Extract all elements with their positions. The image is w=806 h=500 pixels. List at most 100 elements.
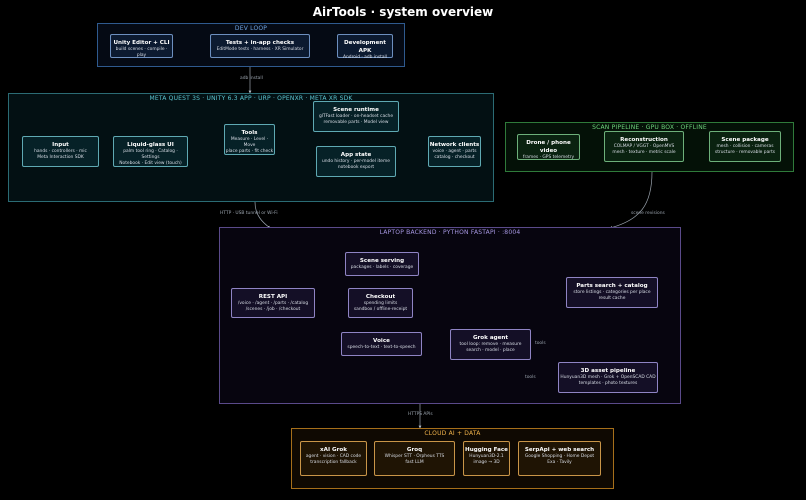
node-line: spending limits: [363, 301, 398, 306]
group-dev-loop-title: DEV LOOP: [234, 25, 268, 32]
node-title: App state: [340, 152, 372, 158]
node-title: Input: [52, 142, 69, 148]
node-scene-runtime[interactable]: Scene runtime glTFast loader · on-headse…: [313, 101, 399, 132]
edge-label-scene-revisions: scene revisions: [631, 211, 665, 216]
node-line: sandbox / offline-receipt: [353, 307, 408, 312]
node-apk[interactable]: Development APK Android · adb install: [337, 34, 393, 60]
node-line: notebook export: [337, 165, 375, 170]
node-line: place parts · fit check: [225, 149, 274, 154]
node-line: Notebook · Edit view (touch): [119, 161, 182, 166]
node-line: build scenes · compile · play: [115, 47, 168, 58]
edge-quest-backend: [254, 201, 271, 229]
edge-label-tools: tools: [525, 375, 536, 380]
node-line: tool loop: remove · measure: [459, 342, 522, 347]
node-title: Scene package: [721, 137, 769, 143]
node-unity-editor[interactable]: Unity Editor + CLI build scenes · compil…: [110, 34, 173, 58]
node-line: search · model · place: [466, 348, 515, 353]
edge-label-tools: tools: [535, 341, 546, 346]
node-title: 3D asset pipeline: [580, 368, 636, 374]
node-line: agent · vision · CAD code: [305, 454, 362, 459]
node-title: Unity Editor + CLI: [113, 40, 170, 46]
node-line: COLMAP / VGGT · OpenMVS: [613, 144, 675, 149]
node-title: Scene runtime: [333, 107, 379, 113]
node-reconstruction[interactable]: Reconstruction COLMAP / VGGT · OpenMVS m…: [604, 131, 684, 162]
node-parts-search[interactable]: Parts search + catalog store listings · …: [566, 277, 658, 308]
node-xai-grok[interactable]: xAI Grok agent · vision · CAD code trans…: [300, 441, 367, 476]
node-line: Whisper STT · Orpheus TTS: [384, 454, 445, 459]
node-app-state[interactable]: App state undo history · per-model iteme…: [316, 146, 396, 177]
node-network-clients[interactable]: Network clients voice · agent · parts ca…: [428, 136, 481, 167]
node-line: frames · GPS telemetry: [522, 155, 575, 160]
edge-label-https: HTTPS APIs: [408, 412, 433, 417]
node-title: Hugging Face: [465, 447, 508, 453]
node-grok-agent[interactable]: Grok agent tool loop: remove · measure s…: [450, 329, 531, 360]
node-title: Tests + in-app checks: [225, 40, 295, 46]
node-hugging-face[interactable]: Hugging Face Hunyuan3D-2.1 image → 3D: [463, 441, 510, 476]
node-title: Voice: [373, 338, 390, 344]
node-line: Hunyuan3D-2.1: [469, 454, 504, 459]
node-line: /scenes · /job · /checkout: [245, 307, 301, 312]
node-serpapi[interactable]: SerpApi + web search Google Shopping · H…: [518, 441, 601, 476]
node-scene-package[interactable]: Scene package mesh · collision · cameras…: [709, 131, 781, 162]
node-title: Checkout: [365, 294, 396, 300]
node-line: store listings · categories per place: [573, 290, 651, 295]
node-line: hands · controllers · mic: [34, 149, 87, 154]
node-title: REST API: [258, 294, 288, 300]
node-line: fast LLM: [405, 460, 424, 465]
node-rest-api[interactable]: REST API /voice · /agent · /parts · /cat…: [231, 288, 315, 318]
node-title: Scene serving: [359, 258, 405, 264]
node-line: Hunyuan3D mesh · Grok + OpenSCAD CAD: [560, 375, 656, 380]
node-title: Grok agent: [472, 335, 509, 341]
edge-label-adb: adb install: [240, 76, 263, 81]
node-checkout[interactable]: Checkout spending limits sandbox / offli…: [348, 288, 413, 318]
node-line: Measure · Level · Move: [230, 137, 269, 148]
node-title: SerpApi + web search: [524, 447, 595, 453]
node-title: Reconstruction: [620, 137, 668, 143]
node-line: transcription fallback: [310, 460, 357, 465]
node-tests[interactable]: Tests + in-app checks EditMode tests · h…: [210, 34, 310, 58]
node-title: Network clients: [429, 142, 480, 148]
node-line: Meta Interaction SDK: [37, 155, 84, 160]
node-title: Drone / phone video: [526, 140, 571, 154]
node-line: mesh · texture · metric scale: [612, 150, 676, 155]
group-cloud-ai-title: CLOUD AI + DATA: [424, 430, 481, 437]
node-line: Google Shopping · Home Depot: [524, 454, 595, 459]
node-title: Tools: [241, 130, 258, 136]
node-line: speech-to-text · text-to-speech: [347, 345, 416, 350]
edge-label-http: HTTP · USB tunnel or Wi-Fi: [220, 211, 278, 216]
node-line: templates · photo textures: [578, 381, 638, 386]
node-title: Development APK: [344, 40, 386, 54]
node-line: mesh · collision · cameras: [716, 144, 774, 149]
node-line: Exa · Tavily: [547, 460, 572, 465]
group-laptop-backend-title: LAPTOP BACKEND · PYTHON FASTAPI · :8004: [379, 229, 521, 236]
node-title: Parts search + catalog: [576, 283, 648, 289]
node-line: glTFast loader · on-headset cache: [318, 114, 394, 119]
node-line: packages · labels · coverage: [350, 265, 414, 270]
node-line: catalog · checkout: [434, 155, 475, 160]
page-title: AirTools · system overview: [312, 5, 494, 19]
node-3d-asset-pipeline[interactable]: 3D asset pipeline Hunyuan3D mesh · Grok …: [558, 362, 658, 393]
group-scan-pipeline-title: SCAN PIPELINE · GPU BOX · OFFLINE: [592, 124, 707, 131]
node-line: result cache: [598, 296, 626, 301]
node-title: xAI Grok: [320, 447, 347, 453]
node-drone-video[interactable]: Drone / phone video frames · GPS telemet…: [517, 134, 580, 160]
node-line: EditMode tests · harness · XR Simulator: [216, 47, 304, 52]
node-scene-serving[interactable]: Scene serving packages · labels · covera…: [345, 252, 419, 276]
node-groq[interactable]: Groq Whisper STT · Orpheus TTS fast LLM: [374, 441, 455, 476]
node-line: Android · adb install: [343, 55, 387, 60]
node-voice[interactable]: Voice speech-to-text · text-to-speech: [341, 332, 422, 356]
edge-scan-backend: [609, 171, 653, 229]
node-line: image → 3D: [473, 460, 500, 465]
node-title: Groq: [406, 447, 423, 453]
group-meta-quest-title: META QUEST 3S · UNITY 6.3 APP · URP · OP…: [149, 95, 353, 102]
node-liquid-glass-ui[interactable]: Liquid-glass UI palm tool ring · Catalog…: [113, 136, 188, 167]
node-line: removable parts · Model view: [323, 120, 389, 125]
node-title: Liquid-glass UI: [127, 142, 174, 148]
node-line: /voice · /agent · /parts · /catalog: [237, 301, 309, 306]
node-line: voice · agent · parts: [432, 149, 477, 154]
node-input[interactable]: Input hands · controllers · mic Meta Int…: [22, 136, 99, 167]
node-line: structure · removable parts: [714, 150, 776, 155]
node-line: undo history · per-model iteme: [321, 159, 390, 164]
node-line: palm tool ring · Catalog · Settings: [123, 149, 178, 160]
node-tools[interactable]: Tools Measure · Level · Move place parts…: [224, 124, 275, 155]
